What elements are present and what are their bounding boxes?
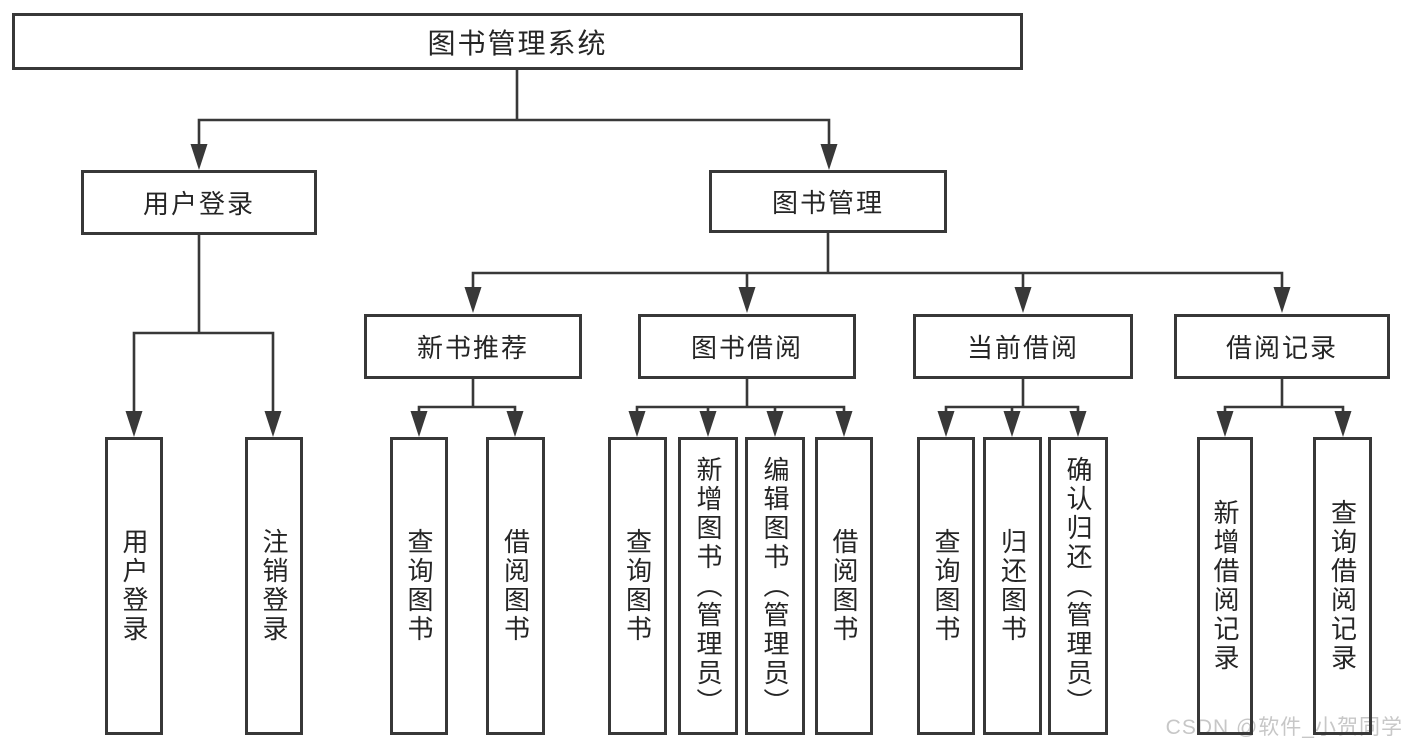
node-book-management: 图书管理: [709, 170, 947, 233]
leaf-query-books-borrowing: 查询图书: [608, 437, 667, 735]
leaf-edit-book-admin: 编辑图书（管理员）: [745, 437, 805, 735]
node-root-system: 图书管理系统: [12, 13, 1023, 70]
node-borrowing-records: 借阅记录: [1174, 314, 1390, 379]
connector-stems: [132, 68, 1345, 416]
leaf-borrow-books-recommend: 借阅图书: [486, 437, 545, 735]
leaf-logout: 注销登录: [245, 437, 303, 735]
leaf-confirm-return-admin: 确认归还（管理员）: [1048, 437, 1108, 735]
node-user-login: 用户登录: [81, 170, 317, 235]
leaf-query-books-current: 查询图书: [917, 437, 975, 735]
leaf-add-borrow-record: 新增借阅记录: [1197, 437, 1253, 735]
leaf-query-books-recommend: 查询图书: [390, 437, 448, 735]
csdn-watermark: CSDN @软件_小贺同学: [1165, 716, 1403, 739]
leaf-borrow-books-borrowing: 借阅图书: [815, 437, 873, 735]
leaf-user-login: 用户登录: [105, 437, 163, 735]
arrowheads: [125, 144, 1352, 437]
node-book-borrowing: 图书借阅: [638, 314, 856, 379]
node-new-book-recommend: 新书推荐: [364, 314, 582, 379]
leaf-return-book: 归还图书: [983, 437, 1042, 735]
node-current-borrowing: 当前借阅: [913, 314, 1133, 379]
leaf-query-borrow-record: 查询借阅记录: [1313, 437, 1372, 735]
leaf-add-book-admin: 新增图书（管理员）: [678, 437, 738, 735]
